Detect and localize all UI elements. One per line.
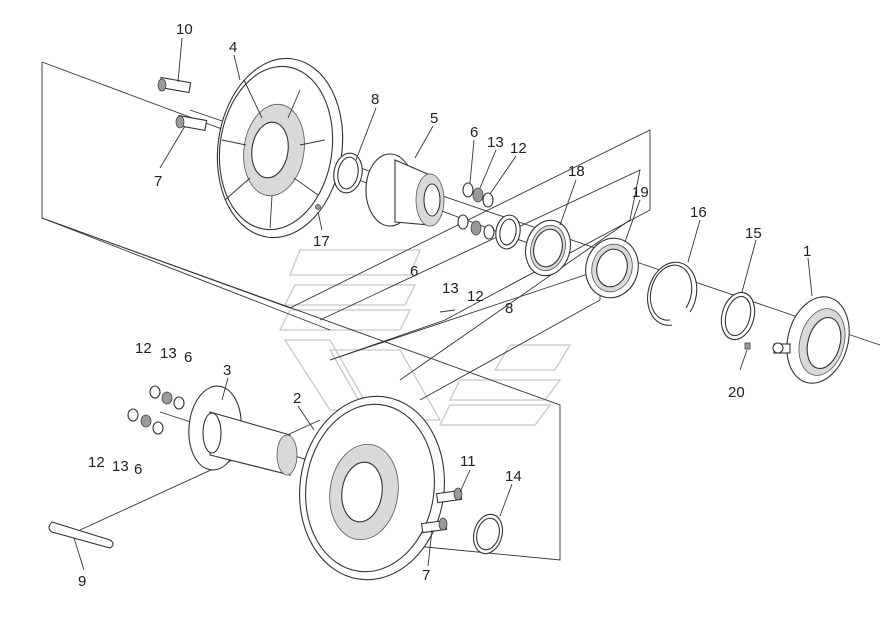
- callout-7-bottom: 7: [422, 567, 430, 584]
- key-9: [48, 521, 114, 549]
- callout-17: 17: [313, 233, 330, 250]
- callout-19: 19: [632, 184, 649, 201]
- ring-8-middle: [495, 214, 521, 250]
- callout-13-top: 13: [487, 134, 504, 151]
- callout-1: 1: [803, 243, 811, 260]
- callout-12-middle: 12: [467, 288, 484, 305]
- bolt-7-bottom: [420, 517, 448, 534]
- callout-2: 2: [293, 390, 301, 407]
- fasteners-top: [457, 182, 495, 240]
- ring-14: [472, 513, 504, 555]
- bearing-19: [585, 237, 639, 299]
- axis-lines: [79, 109, 881, 531]
- callout-8-top: 8: [371, 91, 379, 108]
- callout-10: 10: [176, 21, 193, 38]
- callout-12-top: 12: [510, 140, 527, 157]
- callout-12-left-bottom: 12: [88, 454, 105, 471]
- sleeve-3: [188, 385, 298, 476]
- callout-9: 9: [78, 573, 86, 590]
- callout-5: 5: [430, 110, 438, 127]
- callout-6-left-bottom: 6: [134, 461, 142, 478]
- ring-15: [720, 291, 756, 341]
- disc-2: [299, 395, 445, 581]
- callouts: 10 4 8 5 6 13 12 18 19 16 15 1 7 17 6 13…: [78, 21, 811, 590]
- fasteners-bottom: [127, 385, 185, 435]
- disc-4: [216, 57, 344, 239]
- callout-18: 18: [568, 163, 585, 180]
- housing-1: [772, 296, 850, 384]
- leader-lines: [73, 37, 813, 571]
- callout-20: 20: [728, 384, 745, 401]
- plug-20: [744, 342, 751, 350]
- callout-14: 14: [505, 468, 522, 485]
- bolt-10: [157, 76, 192, 94]
- hub-5: [365, 153, 445, 227]
- callout-6-left-top: 6: [184, 349, 192, 366]
- callout-3: 3: [223, 362, 231, 379]
- bolt-11: [435, 487, 463, 504]
- callout-13-left-top: 13: [160, 345, 177, 362]
- callout-15: 15: [745, 225, 762, 242]
- snap-ring-16: [647, 261, 698, 326]
- seal-18: [524, 219, 572, 277]
- callout-7-top: 7: [154, 173, 162, 190]
- callout-12-left-top: 12: [135, 340, 152, 357]
- ring-8-top: [333, 152, 363, 194]
- callout-13-middle: 13: [442, 280, 459, 297]
- callout-8-middle: 8: [505, 300, 513, 317]
- callout-6-middle: 6: [410, 263, 418, 280]
- callout-4: 4: [229, 39, 237, 56]
- pin-17: [315, 204, 321, 210]
- bolt-7-top: [175, 115, 208, 131]
- callout-6-top: 6: [470, 124, 478, 141]
- callout-13-left-bottom: 13: [112, 458, 129, 475]
- callout-11: 11: [460, 453, 476, 470]
- callout-16: 16: [690, 204, 707, 221]
